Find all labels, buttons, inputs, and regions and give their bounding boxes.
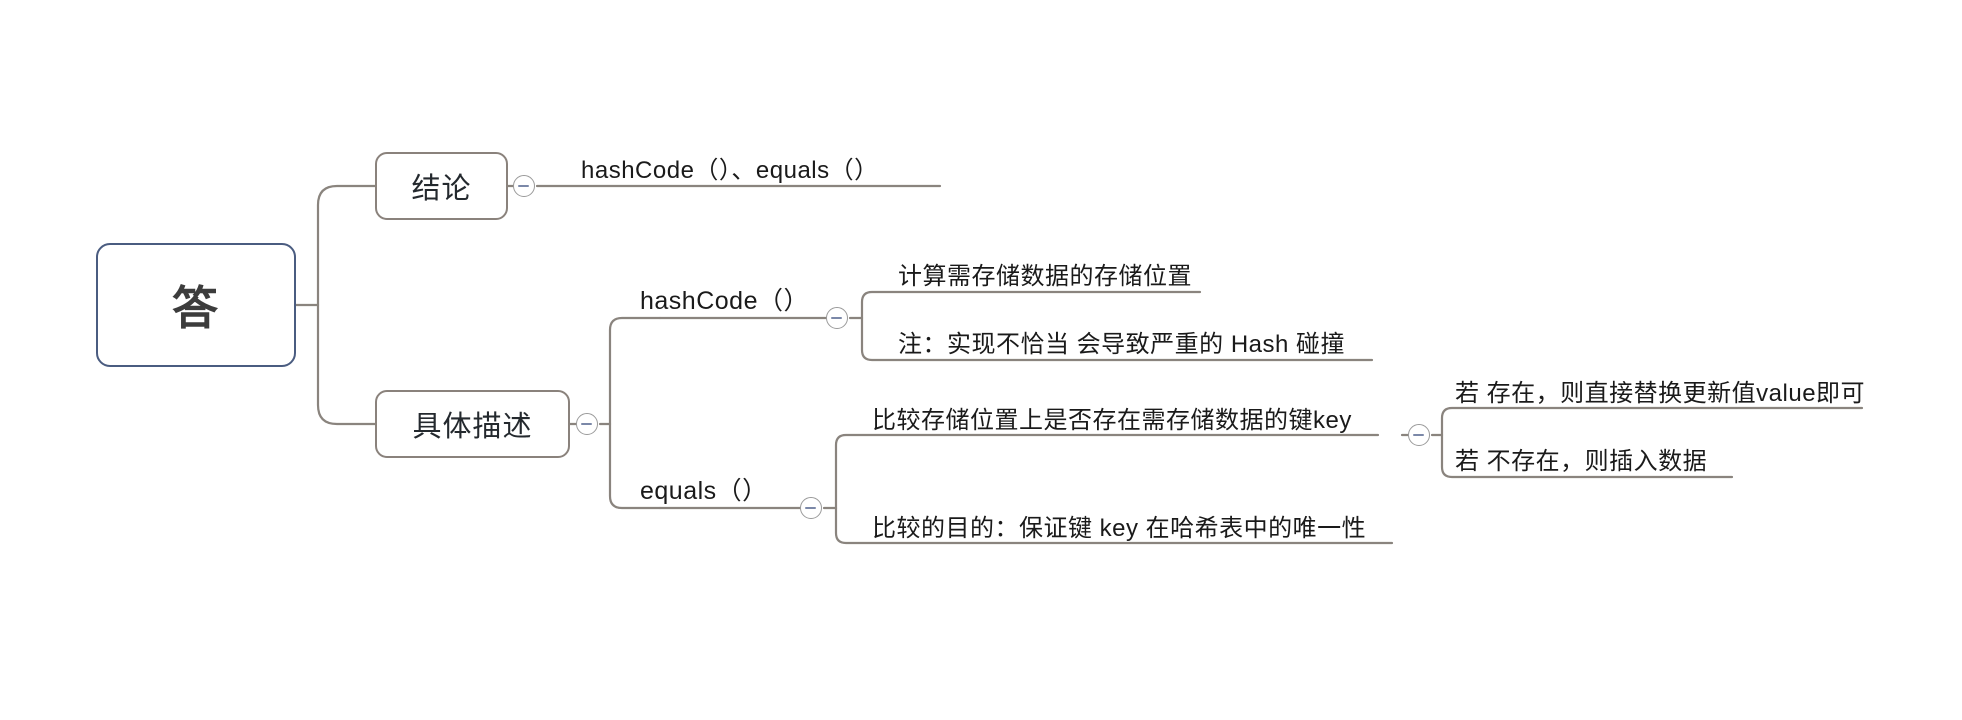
mindmap-node-equals[interactable]: equals（）: [640, 477, 768, 505]
mindmap-node-hashcode[interactable]: hashCode（）: [640, 287, 809, 315]
link-root-to-conclusion: [316, 184, 377, 307]
link-hashcode-child-1: [860, 290, 1202, 320]
mindmap-node-equals-child-1[interactable]: 比较存储位置上是否存在需存储数据的键key: [872, 406, 1352, 434]
collapse-toggle-hashcode[interactable]: [826, 307, 848, 329]
collapse-toggle-equals-child-1[interactable]: [1408, 424, 1430, 446]
mindmap-node-conclusion[interactable]: 结论: [375, 152, 508, 220]
mindmap-root-node[interactable]: 答: [96, 243, 296, 367]
link-root-to-detail: [316, 303, 377, 426]
collapse-toggle-conclusion[interactable]: [513, 175, 535, 197]
mindmap-node-hashcode-child-1[interactable]: 计算需存储数据的存储位置: [898, 262, 1192, 290]
collapse-toggle-detail[interactable]: [576, 413, 598, 435]
mindmap-node-equals-child-2[interactable]: 比较的目的：保证键 key 在哈希表中的唯一性: [872, 514, 1367, 542]
mindmap-node-equals-child-1-2[interactable]: 若 不存在，则插入数据: [1455, 447, 1708, 475]
mindmap-node-hashcode-child-2[interactable]: 注：实现不恰当 会导致严重的 Hash 碰撞: [898, 330, 1346, 358]
mindmap-node-conclusion-child[interactable]: hashCode（）、equals（）: [581, 156, 879, 184]
link-equals-child-1: [834, 433, 1380, 510]
link-detail-to-hashcode: [608, 316, 662, 426]
mindmap-node-detail[interactable]: 具体描述: [375, 390, 570, 458]
collapse-toggle-equals[interactable]: [800, 497, 822, 519]
link-equals-child-1-1: [1440, 406, 1864, 437]
mindmap-node-equals-child-1-1[interactable]: 若 存在，则直接替换更新值value即可: [1455, 379, 1866, 407]
